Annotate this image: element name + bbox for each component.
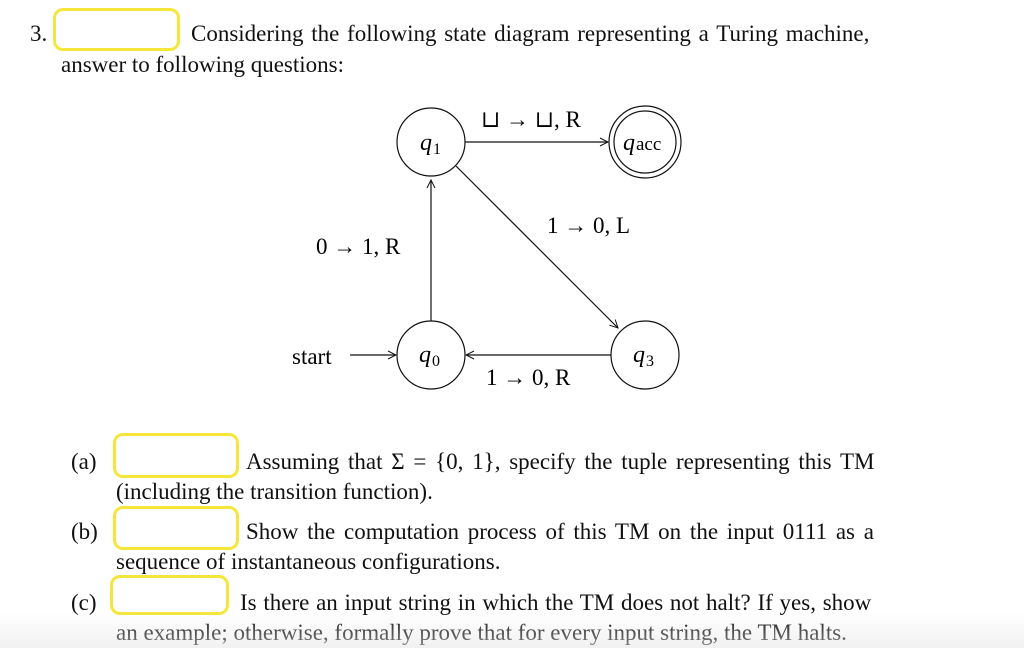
edge-label-q1-q3: 1 → 0, L [547,213,630,238]
highlight-box-c [110,575,229,615]
part-b-line2: sequence of instantaneous configurations… [116,549,501,574]
state-q1: q 1 [396,107,466,177]
part-a-line1: Assuming that Σ = {0, 1}, specify the tu… [246,449,875,474]
part-a-line2: (including the transition function). [116,479,433,504]
edge-q1-q3 [455,165,618,328]
highlight-box-question [53,8,180,51]
start-label: start [292,344,332,369]
question-number: 3. [30,21,48,46]
state-q3: q 3 [610,320,680,390]
part-c-line2: an example; otherwise, formally prove th… [116,620,847,645]
question-intro-line1: Considering the following state diagram … [191,21,870,46]
state-q0-sub: 0 [432,353,440,370]
state-qacc-sub: acc [636,134,661,155]
edge-label-q3-q0: 1 → 0, R [486,365,571,390]
part-c-label: (c) [71,590,97,615]
state-qacc-label: q [623,130,635,156]
state-diagram: q 1 q acc q 0 q 3 start 0 → 1, R ⊔ → ⊔, … [292,105,682,390]
state-q3-sub: 3 [646,353,654,370]
state-q3-label: q [633,342,645,368]
edge-label-q0-q1: 0 → 1, R [316,234,401,259]
state-q0-label: q [419,342,431,368]
part-b-line1: Show the computation process of this TM … [246,519,874,544]
state-qacc: q acc [608,105,682,179]
part-a-label: (a) [71,449,97,474]
state-q1-sub: 1 [433,141,441,158]
state-q1-label: q [420,130,432,156]
part-c-line1: Is there an input string in which the TM… [240,590,872,615]
state-q0: q 0 [396,320,466,390]
question-intro-line2: answer to following questions: [61,52,344,77]
highlight-box-b [113,506,239,550]
edge-label-q1-qacc: ⊔ → ⊔, R [481,107,582,132]
part-b-label: (b) [71,519,98,544]
highlight-box-a [113,433,239,478]
